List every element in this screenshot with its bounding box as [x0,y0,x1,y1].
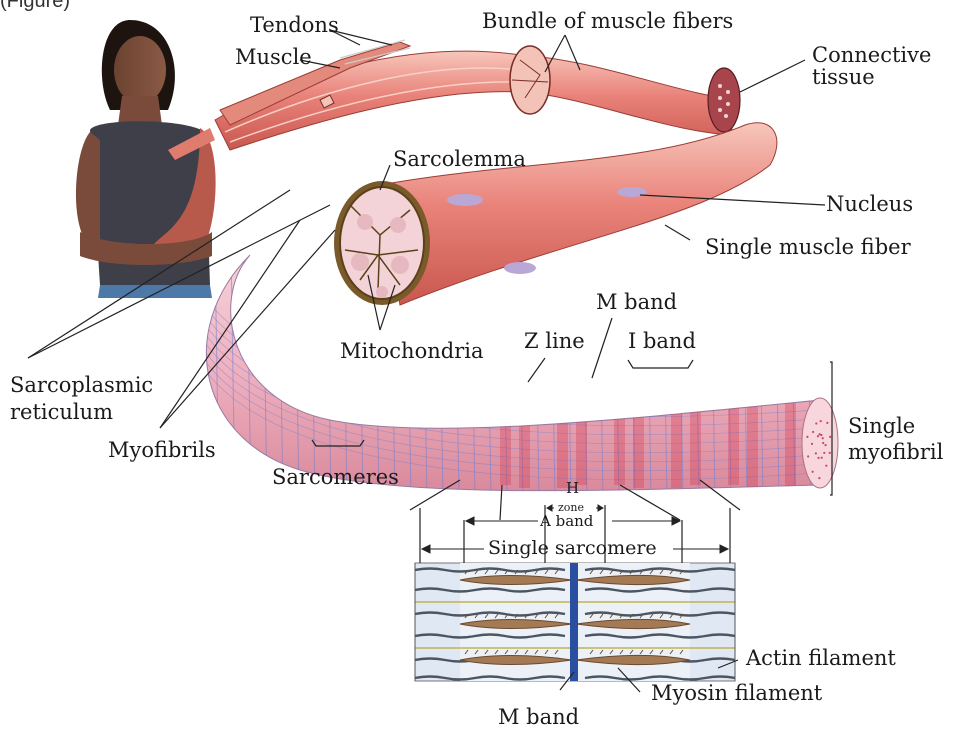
label-mitochondria: Mitochondria [340,340,483,362]
label-connective-tissue: Connective tissue [812,44,931,88]
m-band-line [570,563,578,681]
label-sarcolemma: Sarcolemma [393,148,526,170]
label-m-band-bottom: M band [498,706,579,728]
myofibril-illustration [200,250,838,500]
label-sarcomeres: Sarcomeres [272,466,399,488]
label-sarcoplasmic-reticulum: Sarcoplasmic reticulum [10,372,153,426]
label-a-band: A band [540,514,593,529]
label-single-sarcomere: Single sarcomere [488,537,657,559]
woman-figure [76,20,216,298]
label-i-band: I band [628,330,696,352]
label-tendons: Tendons [250,14,339,36]
label-single-muscle-fiber: Single muscle fiber [705,236,911,258]
label-h-zone-h: H [566,481,579,496]
label-myosin-filament: Myosin filament [651,682,822,704]
label-m-band-top: M band [596,291,677,313]
label-actin-filament: Actin filament [746,647,896,669]
label-muscle: Muscle [235,46,312,68]
label-nucleus: Nucleus [826,193,913,215]
label-myofibrils: Myofibrils [108,439,216,461]
label-z-line: Z line [524,330,585,352]
label-bundle-of-muscle-fibers: Bundle of muscle fibers [482,10,733,32]
sarcomere-panel [415,563,735,681]
label-single-myofibril: Single myofibril [848,413,943,465]
